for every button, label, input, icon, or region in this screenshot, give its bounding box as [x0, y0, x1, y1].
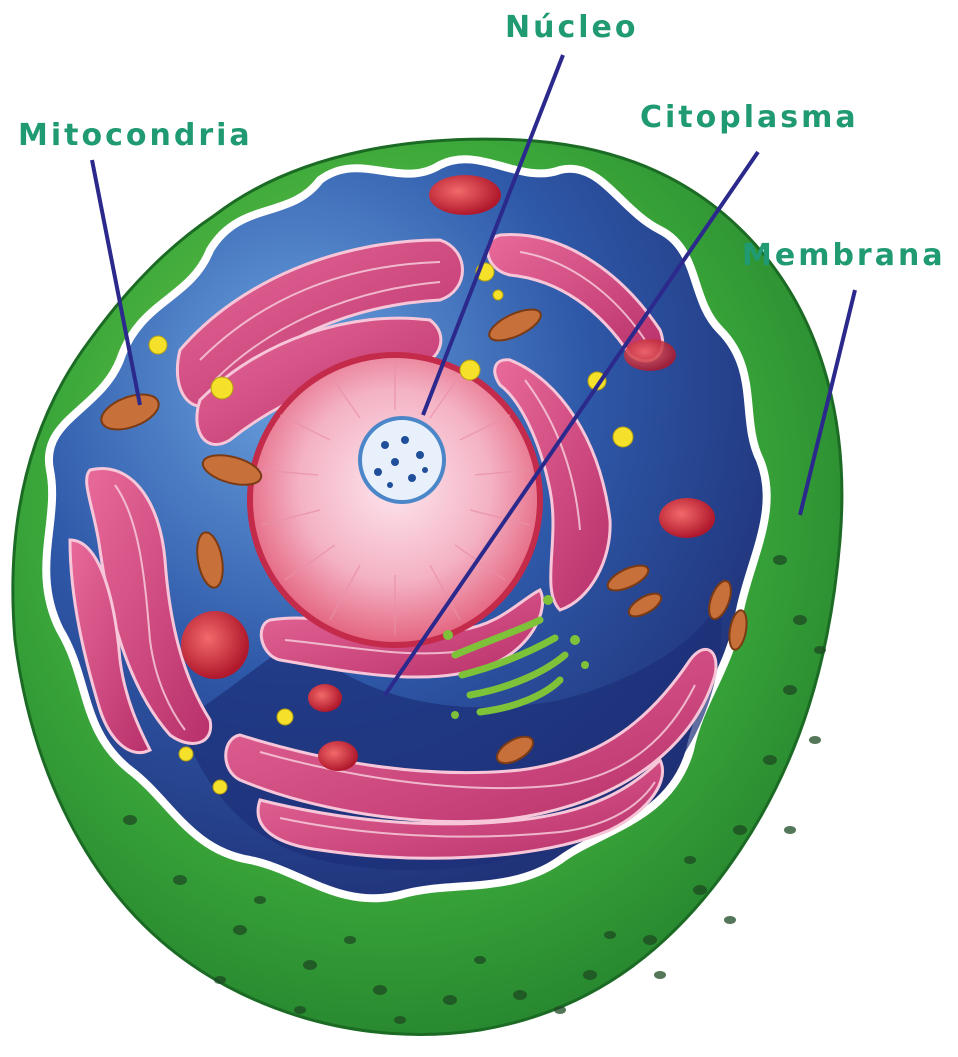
nucleus-label: Núcleo: [505, 10, 639, 45]
cytoplasm-label: Citoplasma: [640, 100, 859, 135]
membrane-label: Membrana: [742, 238, 946, 273]
nucleus: [250, 355, 540, 645]
mitochondria-label: Mitocondria: [18, 118, 253, 153]
nucleolus: [360, 418, 444, 502]
